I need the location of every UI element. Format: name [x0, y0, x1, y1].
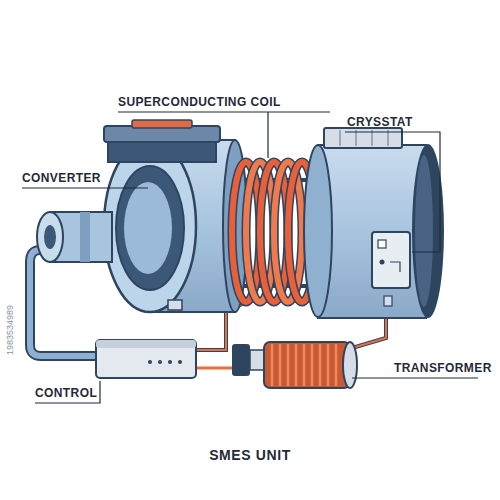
part-label: CONTROL: [35, 386, 97, 400]
watermark: 1983534989: [5, 305, 15, 355]
caption: SMES UNIT: [0, 447, 500, 463]
part-label: CRYSSTAT: [347, 115, 413, 129]
part-label: SUPERCONDUCTING COIL: [118, 95, 281, 109]
part-label: CONVERTER: [22, 171, 101, 185]
part-label: TRANSFORMER: [394, 361, 492, 375]
